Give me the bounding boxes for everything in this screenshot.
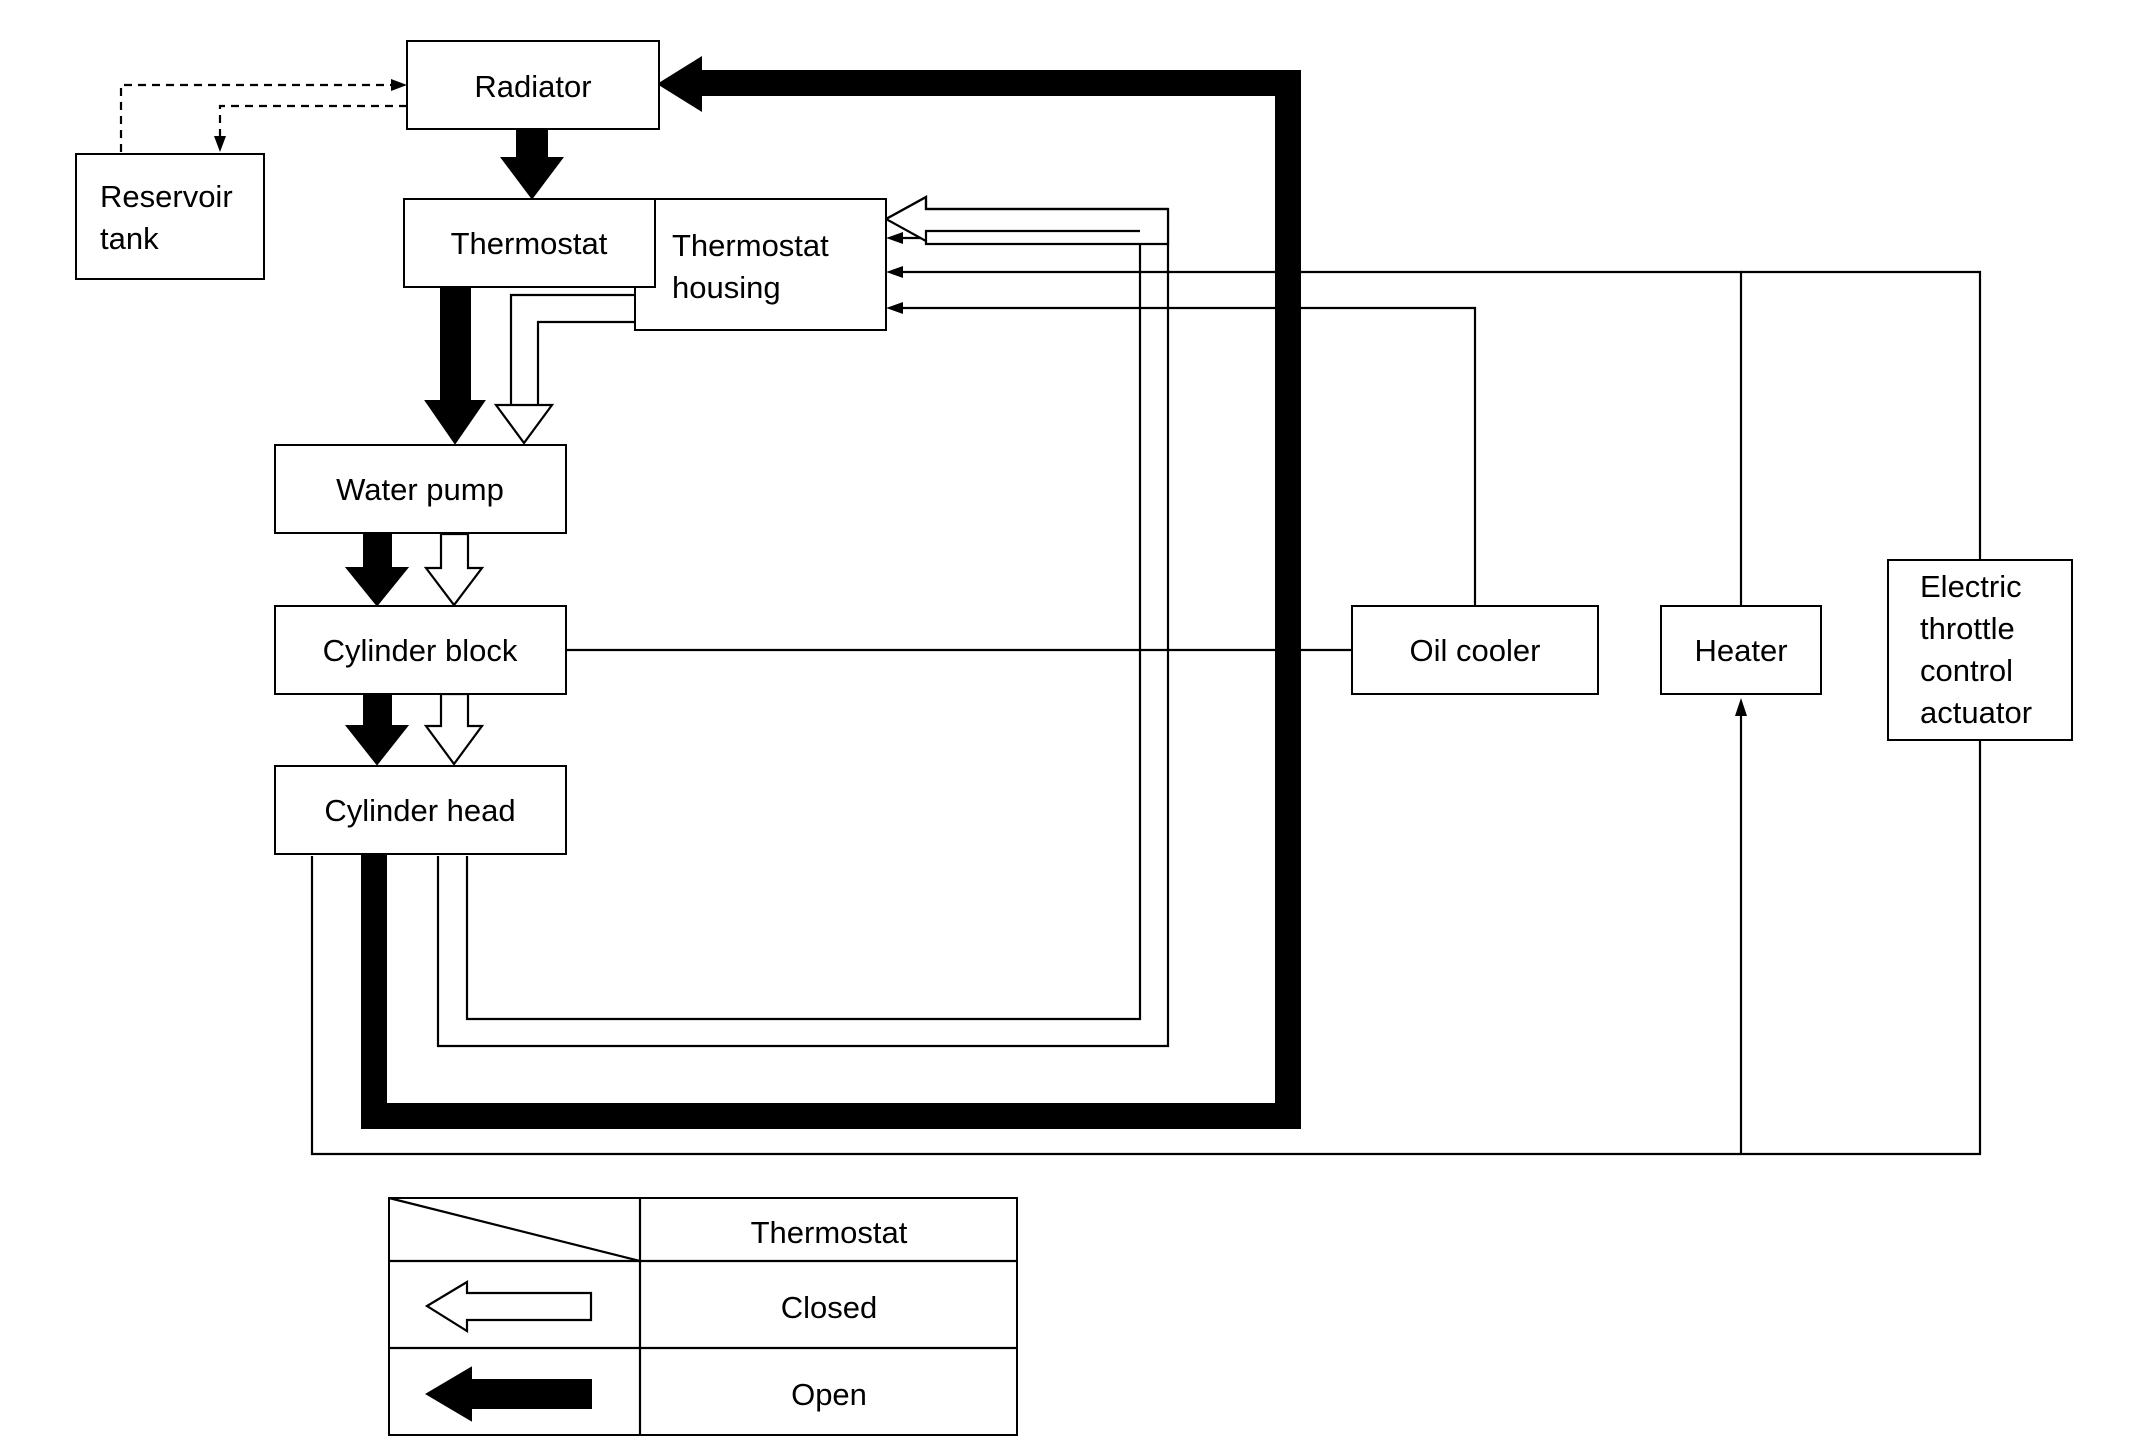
actuator-label-line2: throttle: [1920, 611, 2015, 646]
water-pump-box: Water pump: [274, 444, 567, 534]
thermostat-housing-box: Thermostat housing: [634, 198, 887, 331]
heater-inlet-arrow: [1735, 698, 1747, 716]
legend-table: Thermostat Closed Open: [388, 1196, 1018, 1436]
solid-arrow-icon: [425, 1366, 592, 1422]
heater-to-housing-line: [898, 270, 1743, 606]
thermostat-housing-label-line2: housing: [672, 270, 781, 305]
housing-inlet-hollow-arrow: [883, 195, 1170, 246]
thermostat-housing-label-line1: Thermostat: [672, 228, 829, 263]
actuator-label-line4: actuator: [1920, 695, 2032, 730]
legend-open-label: Open: [791, 1377, 867, 1412]
block-to-head-solid-arrow: [344, 693, 410, 766]
legend-header-diagonal: [388, 1196, 641, 1263]
oil-cooler-label: Oil cooler: [1410, 633, 1541, 668]
bottom-return-line: [310, 740, 1982, 1156]
housing-to-pump-hollow-arrow: [493, 403, 555, 445]
hollow-return-cover: [885, 195, 1168, 241]
pump-to-block-hollow-arrow: [423, 532, 485, 607]
pump-to-block-solid-arrow: [344, 533, 410, 607]
actuator-label-line1: Electric: [1920, 569, 2022, 604]
reservoir-inlet-dashed-arrow: [214, 136, 226, 152]
water-pump-label: Water pump: [336, 472, 504, 507]
open-flow-path: [361, 56, 1301, 1129]
flow-arrows: [344, 130, 564, 766]
thermostat-label: Thermostat: [451, 226, 608, 261]
housing-inlet-arrow-1: [886, 232, 903, 244]
housing-bypass-line-2: [536, 320, 635, 405]
radiator-inlet-solid-arrow: [657, 56, 702, 112]
thermostat-to-pump-solid-arrow: [424, 287, 486, 445]
radiator-box: Radiator: [406, 40, 660, 130]
reservoir-to-radiator-dashed-line: [119, 83, 395, 152]
closed-flow-path: [883, 195, 1170, 246]
legend-header-label: Thermostat: [751, 1215, 908, 1250]
block-to-head-hollow-arrow: [423, 692, 485, 766]
cylinder-block-label: Cylinder block: [323, 633, 518, 668]
radiator-label: Radiator: [474, 69, 591, 104]
head-to-housing-inner-line: [465, 236, 1142, 1021]
oil-cooler-to-housing-line: [898, 306, 1477, 606]
thin-lines: [119, 79, 1982, 1156]
actuator-label-line3: control: [1920, 653, 2013, 688]
reservoir-tank-box: Reservoir tank: [75, 153, 265, 280]
thermostat-box: Thermostat: [403, 198, 656, 288]
cylinder-head-box: Cylinder head: [274, 765, 567, 855]
oil-cooler-box: Oil cooler: [1351, 605, 1599, 695]
hollow-arrow-icon: [424, 1280, 593, 1333]
legend-closed-label: Closed: [781, 1290, 878, 1325]
head-to-radiator-thick-line: [361, 70, 1301, 1129]
cylinder-block-box: Cylinder block: [274, 605, 567, 695]
housing-inlet-arrow-3: [886, 266, 903, 278]
component-boxes: Radiator Reservoir tank Thermostat housi…: [75, 40, 2073, 855]
reservoir-tank-label-line2: tank: [100, 221, 159, 256]
heater-label: Heater: [1694, 633, 1787, 668]
reservoir-tank-label-line1: Reservoir: [100, 179, 233, 214]
cylinder-head-label: Cylinder head: [324, 793, 515, 828]
housing-bypass-line-1: [509, 293, 635, 405]
heater-box: Heater: [1660, 605, 1822, 695]
radiator-inlet-dashed-arrow: [391, 79, 407, 91]
housing-inlet-arrow-2: [886, 302, 903, 314]
electric-throttle-control-actuator-box: Electric throttle control actuator: [1887, 559, 2073, 741]
radiator-to-reservoir-dashed-line: [218, 104, 407, 140]
radiator-to-thermostat-solid-arrow: [500, 130, 564, 200]
throttle-to-housing-line: [1741, 270, 1982, 560]
head-to-housing-outer-line: [436, 210, 1170, 1048]
